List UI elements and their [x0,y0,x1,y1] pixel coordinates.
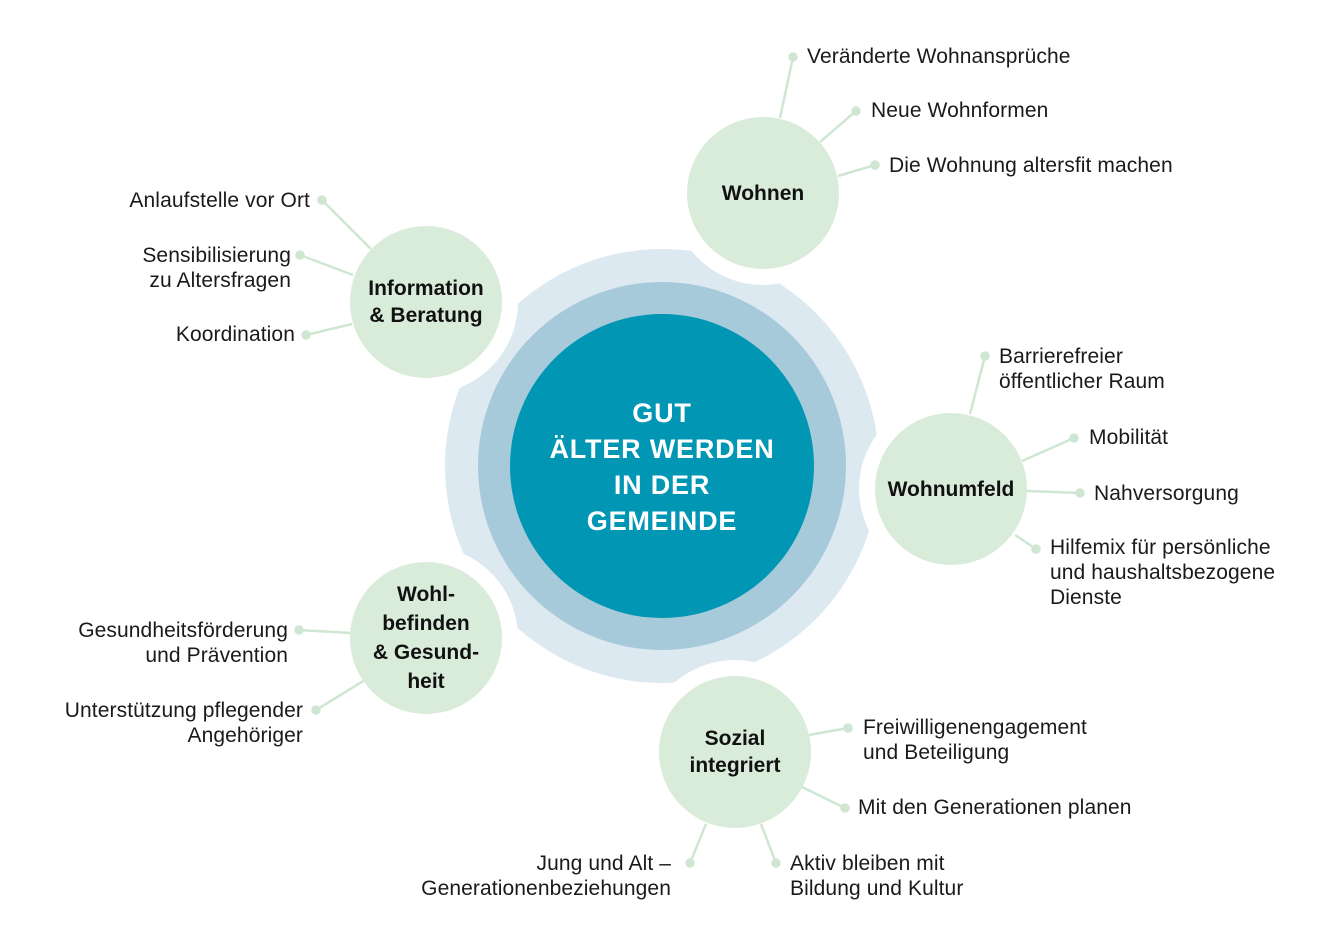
wohnumfeld-item: Nahversorgung [1094,482,1239,505]
topic-title-information: Information & Beratung [368,277,484,327]
topic-title-wohnumfeld: Wohnumfeld [887,477,1015,501]
topic-circles [350,117,1027,828]
sozial-item: Mit den Generationen planen [858,796,1132,819]
information-item: Koordination [175,323,295,346]
sozial-item: Jung und Alt – Generationenbeziehungen [421,852,671,900]
wohnen-item: Neue Wohnformen [871,99,1049,122]
topic-circle-information [350,226,502,378]
topic-circle-sozial [659,676,811,828]
topic-circle-wohlbefinden [350,562,502,714]
wohnumfeld-item: Barrierefreier öffentlicher Raum [999,345,1165,393]
wohlbefinden-item: Unterstützung pflegender Angehöriger [64,699,303,747]
sozial-item: Aktiv bleiben mit Bildung und Kultur [790,852,964,900]
wohnumfeld-item: Hilfemix für persönliche und haushaltsbe… [1050,536,1276,609]
sozial-item: Freiwilligenengagement und Beteiligung [863,716,1087,764]
wohnen-item: Veränderte Wohnansprüche [807,45,1071,68]
topic-title-wohlbefinden: Wohl- befinden & Gesund- heit [372,583,480,693]
wohlbefinden-item: Gesundheitsförderung und Prävention [78,619,288,667]
topic-title-wohnen: Wohnen [721,181,805,205]
topic-title-sozial: Sozial integriert [689,727,781,777]
wohnumfeld-item: Mobilität [1089,426,1169,449]
connectors [294,52,1085,868]
core-circle [510,314,814,618]
center-title: GUT ÄLTER WERDEN IN DER GEMEINDE [549,398,775,536]
information-item: Sensibilisierung zu Altersfragen [142,244,291,292]
topic-circle-wohnen [687,117,839,269]
information-item: Anlaufstelle vor Ort [129,189,310,212]
wohnen-item: Die Wohnung altersfit machen [889,154,1173,177]
topic-circle-wohnumfeld [875,413,1027,565]
